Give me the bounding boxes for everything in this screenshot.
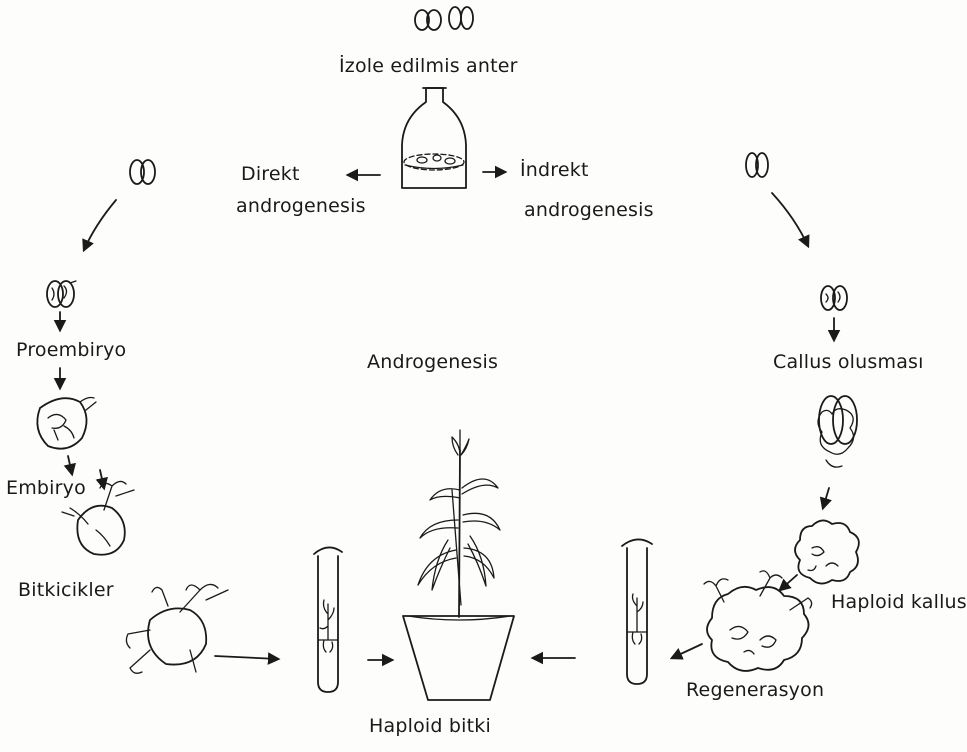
arrow-right-down [772, 193, 808, 246]
right-test-tube-icon [622, 539, 652, 684]
plantlets-cluster-icon [126, 584, 228, 673]
direct-label-line1: Direkt [241, 164, 300, 186]
center-title: Androgenesis [367, 352, 498, 374]
regeneration-label: Regenerasyon [686, 680, 824, 702]
proembryo-label: Proembiryo [16, 340, 126, 362]
haploid-callus-icon [795, 520, 859, 583]
haploid-plant-label: Haploid bitki [369, 716, 491, 738]
culture-flask-icon [402, 88, 466, 188]
callus-forming-icon [818, 396, 857, 467]
direct-label-line2: androgenesis [236, 196, 366, 218]
plantlets-label: Bitkicikler [18, 580, 114, 602]
right-anther-icon [746, 153, 768, 177]
arrow-regen-to-tube [672, 644, 702, 658]
haploid-callus-label: Haploid kallus [831, 592, 967, 614]
indirect-label-line1: İndrekt [520, 160, 589, 182]
arrow-left-down [84, 200, 116, 250]
top-anthers-icon [415, 7, 473, 30]
embryo-label: Embiryo [6, 478, 86, 500]
left-test-tube-icon [314, 547, 342, 692]
callus-anther-icon [821, 286, 847, 310]
haploid-plant-pot-icon [403, 430, 514, 700]
indirect-label-line2: androgenesis [524, 200, 654, 222]
arrow-plantlets-to-tube [215, 656, 278, 659]
embryo-anther-icon [37, 398, 96, 449]
regeneration-callus-icon [704, 571, 812, 671]
isolated-anther-label: İzole edilmis anter [339, 56, 518, 78]
left-anther-icon [130, 160, 155, 184]
proembryo-anther-icon [47, 281, 76, 307]
callus-formation-label: Callus olusması [773, 352, 924, 374]
